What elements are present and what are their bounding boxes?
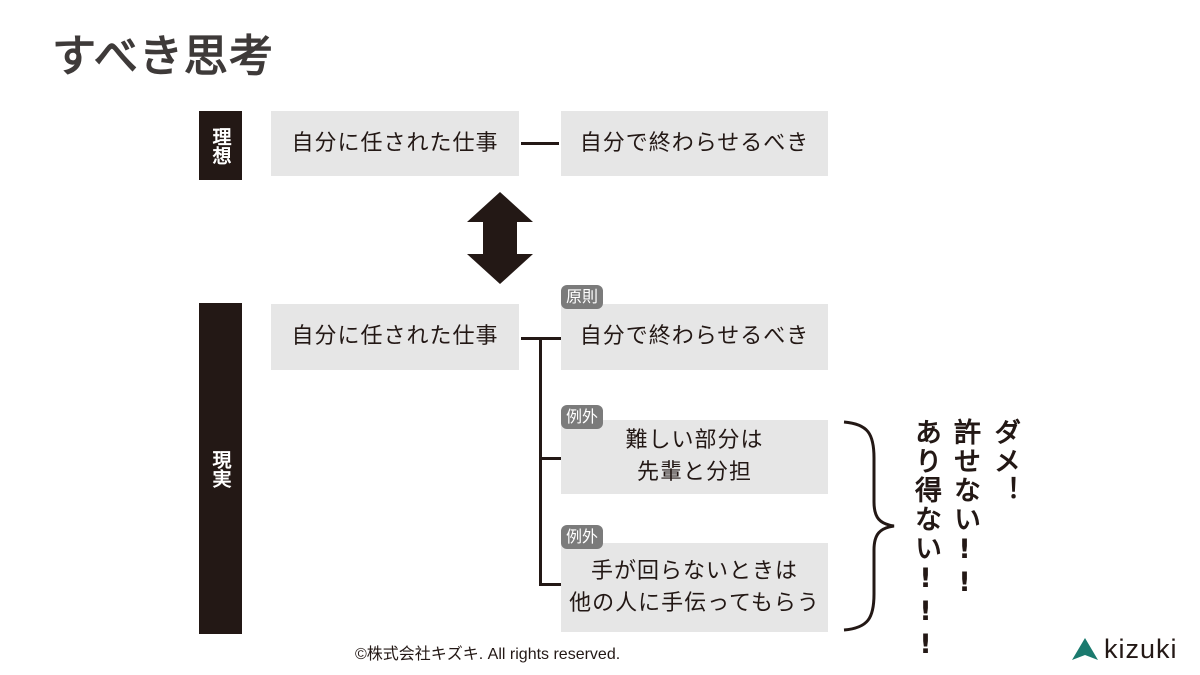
triangle-logo-icon (1072, 638, 1098, 660)
reality-connector-branch-3 (539, 583, 561, 586)
exception-1-line2: 先輩と分担 (636, 460, 752, 485)
ideal-source-box: 自分に任された仕事 (271, 111, 519, 176)
kizuki-logo: kizuki (1072, 634, 1178, 664)
principle-box: 自分で終わらせるべき (561, 304, 828, 370)
principle-text: 自分で終わらせるべき (579, 324, 810, 349)
reality-connector-trunk (539, 337, 542, 586)
ideal-label: 理想 (199, 111, 242, 180)
reality-label: 現実 (199, 303, 242, 634)
exception-tag-2: 例外 (561, 525, 604, 549)
page-title: すべき思考 (52, 31, 274, 82)
copyright-text: ©株式会社キズキ. All rights reserved. (355, 646, 621, 663)
ideal-source-text: 自分に任された仕事 (291, 130, 499, 156)
reaction-col-1: ダメ！ (989, 418, 1020, 505)
reaction-col-2: 許せない!! (949, 418, 980, 600)
principle-tag: 原則 (561, 285, 604, 309)
ideal-connector (521, 142, 559, 145)
reaction-col-3: あり得ない!!! (910, 418, 941, 662)
exception-box-1: 難しい部分は 先輩と分担 (561, 420, 828, 494)
exception-1-line1: 難しい部分は (625, 428, 764, 453)
reality-source-text: 自分に任された仕事 (291, 324, 499, 349)
exception-tag-1: 例外 (561, 405, 604, 429)
curly-brace-icon (843, 420, 895, 632)
reality-connector-branch-2 (539, 457, 561, 460)
exception-box-2: 手が回らないときは 他の人に手伝ってもらう (561, 543, 828, 632)
double-arrow-icon (467, 192, 533, 284)
exception-2-line2: 他の人に手伝ってもらう (569, 590, 820, 616)
exception-2-line1: 手が回らないときは (590, 558, 798, 584)
ideal-result-text: 自分で終わらせるべき (579, 130, 810, 156)
logo-text: kizuki (1104, 634, 1178, 664)
ideal-result-box: 自分で終わらせるべき (561, 111, 828, 176)
reality-source-box: 自分に任された仕事 (271, 304, 519, 370)
